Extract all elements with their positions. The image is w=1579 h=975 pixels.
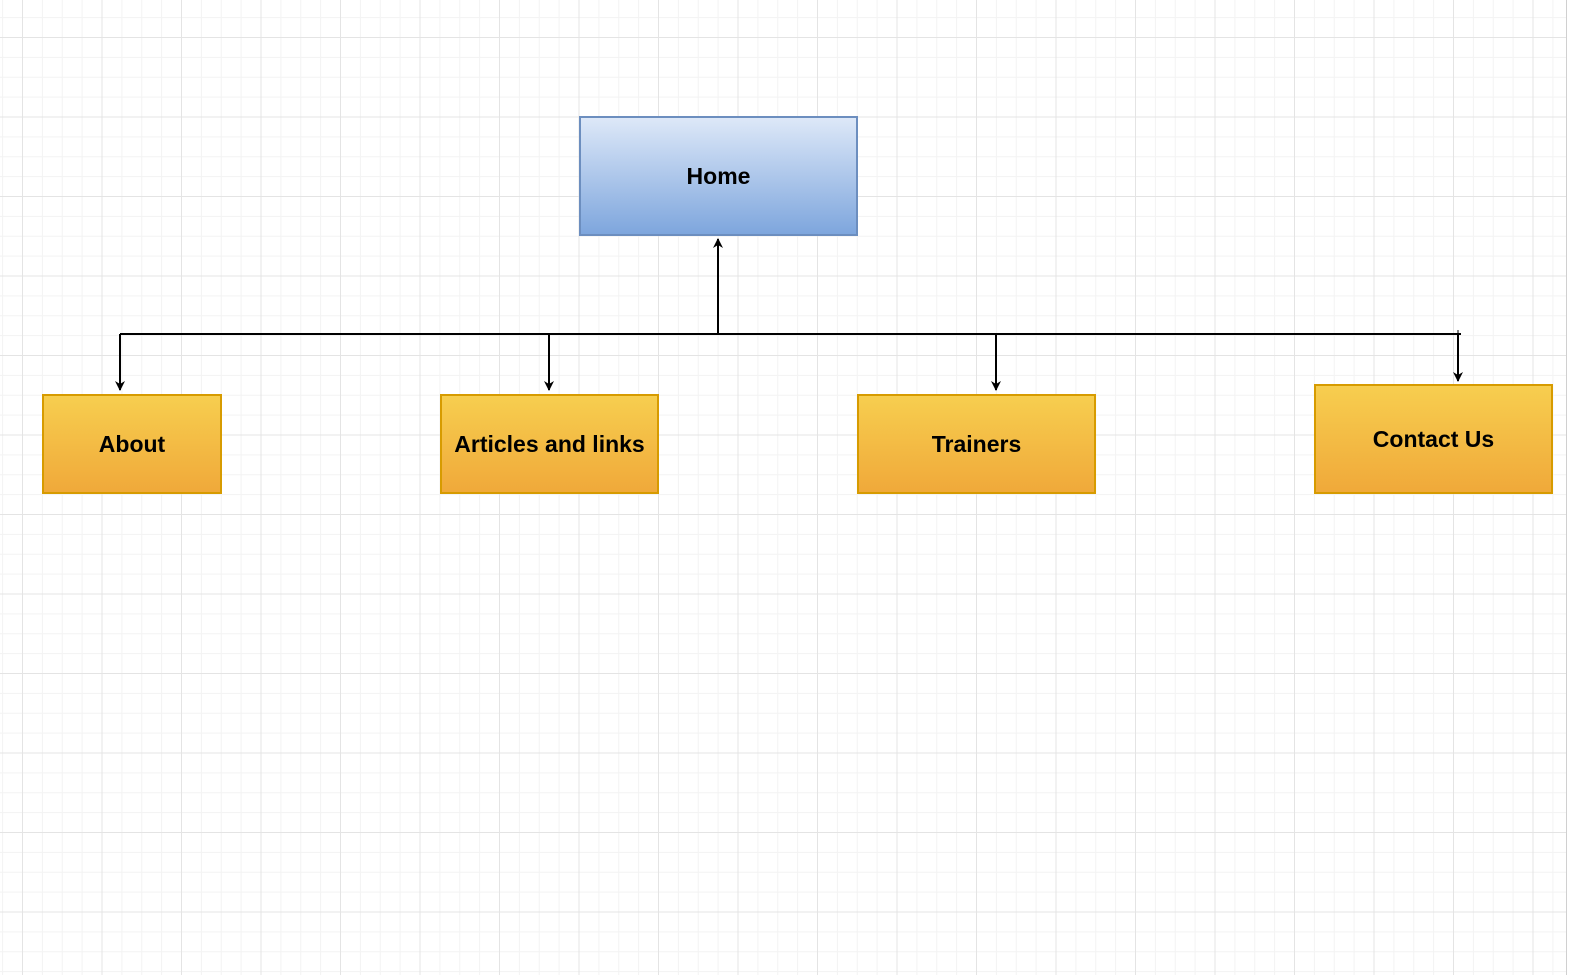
node-contact-label: Contact Us bbox=[1372, 425, 1495, 452]
node-about[interactable]: About bbox=[42, 394, 222, 494]
node-trainers[interactable]: Trainers bbox=[857, 394, 1096, 494]
canvas-right-edge bbox=[1566, 0, 1579, 975]
node-articles-and-links[interactable]: Articles and links bbox=[440, 394, 659, 494]
node-home-label: Home bbox=[686, 162, 751, 189]
node-about-label: About bbox=[98, 430, 166, 457]
node-articles-label: Articles and links bbox=[454, 430, 645, 457]
node-trainers-label: Trainers bbox=[931, 430, 1022, 457]
node-contact-us[interactable]: Contact Us bbox=[1314, 384, 1553, 494]
node-home[interactable]: Home bbox=[579, 116, 858, 236]
